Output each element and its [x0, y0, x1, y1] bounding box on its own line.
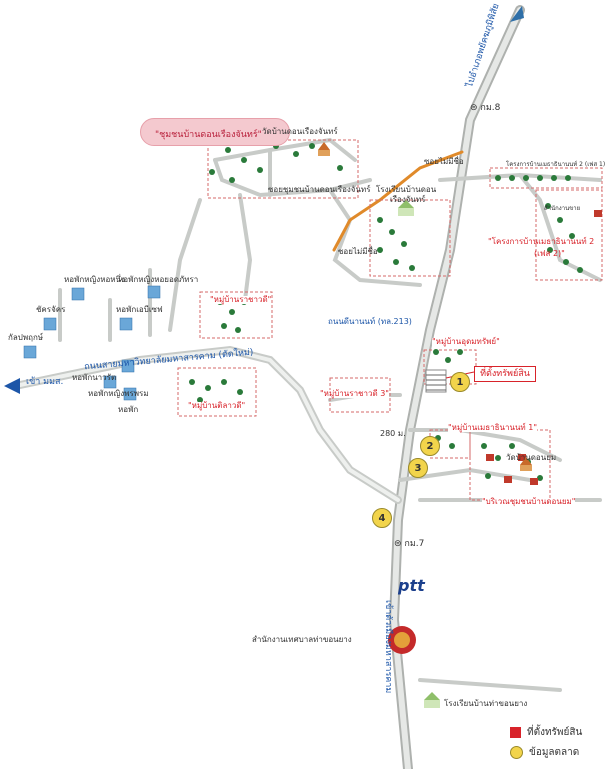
- soi-mai-chue-label-1: ซอยไม่มีชื่อ: [424, 157, 464, 166]
- legend: ที่ตั้งทรัพย์สิน ข้อมูลตลาด: [510, 722, 582, 762]
- legend-row-property: ที่ตั้งทรัพย์สิน: [510, 722, 582, 742]
- school-don-label: โรงเรียนบ้านดอน: [376, 185, 437, 194]
- soi-don-ruang-label: ซอยชุมชนบ้านดอนเรืองจันทร์: [268, 185, 371, 194]
- moo-tilawadee-label: "หมู่บ้านติลาวดี": [188, 401, 246, 410]
- temple-don-yom-label: วัดบ้านดอนยม: [506, 453, 557, 462]
- legend-row-market: ข้อมูลตลาด: [510, 742, 582, 762]
- house-icon: [486, 210, 602, 485]
- to-city-label: เข้าตัวเมืองมหาสารคาม: [383, 600, 393, 694]
- moo-udomsap-label: "หมู่บ้านอุดมทรัพย์": [432, 337, 500, 346]
- km8-label: ⊜ กม.8: [470, 103, 501, 113]
- to-msu-arrow: [4, 378, 20, 394]
- to-msu-label: เข้า มมส.: [26, 377, 64, 387]
- market-marker-1[interactable]: 1: [450, 372, 470, 392]
- market-marker-2[interactable]: 2: [420, 436, 440, 456]
- community-pill-label: "ชุมชนบ้านดอนเรืองจันทร์": [155, 130, 262, 140]
- area-don-yom-label: "บริเวณชุมชนบ้านดอนยม": [482, 497, 576, 506]
- property-lot: [425, 369, 447, 393]
- soi-mai-chue-label-2: ซอยไม่มีชื่อ: [338, 247, 378, 256]
- school-icon: [398, 200, 440, 708]
- dorm-1-label: หอพักหญิงหอหนึ่ง: [64, 275, 125, 284]
- project-big-label-2: (เฟส 2)": [534, 249, 565, 258]
- dorm-5-label: กัลปพฤกษ์: [8, 333, 44, 342]
- temple-don-ruang-label: วัดบ้านดอนเรืองจันทร์: [262, 127, 338, 136]
- tree-icon: [189, 143, 583, 481]
- project-office-label: สำนักงานขาย: [544, 205, 581, 212]
- municipal-office-label: สำนักงานเทศบาลท่าขอนยาง: [252, 635, 352, 644]
- moo-ratchawadee-label: "หมู่บ้านราชาวดี": [210, 295, 272, 304]
- community-pill: "ชุมชนบ้านดอนเรืองจันทร์": [140, 118, 290, 146]
- legend-market-swatch: [510, 745, 523, 759]
- km7-label: ⊜ กม.7: [394, 539, 425, 549]
- government-seal-icon: [388, 626, 416, 654]
- project-small-label: โครงการบ้านเมธาธินานนท์ 2 (เฟส 1): [506, 161, 606, 168]
- road-dinanon-label: ถนนดีนานนท์ (ทล.213): [328, 317, 412, 326]
- school-tha-khon-yang-label: โรงเรียนบ้านท่าขอนยาง: [444, 699, 528, 708]
- legend-property-swatch: [510, 726, 521, 738]
- temple-icon: [318, 142, 532, 471]
- dorm-6-label: หอพักนาวรัต: [72, 373, 117, 382]
- property-lot-lines: [426, 374, 446, 391]
- north-arrow-icon: [510, 6, 524, 22]
- market-marker-3[interactable]: 3: [408, 458, 428, 478]
- moo-ratchawadee-3-label: "หมู่บ้านราชาวดี 3": [320, 389, 389, 398]
- property-label-box: ที่ตั้งทรัพย์สิน: [474, 366, 536, 382]
- legend-market-label: ข้อมูลตลาด: [529, 746, 580, 758]
- market-marker-4[interactable]: 4: [372, 508, 392, 528]
- dorm-2-label: หอพักหญิงหอยอดภัทรา: [118, 275, 199, 284]
- dorm-3-label: หอพักเอบีเซฟ: [116, 305, 163, 314]
- minor-roads: [58, 137, 602, 692]
- school-don-label-2: เรืองจันทร์: [390, 195, 426, 204]
- dorm-7-label: หอพักหญิงพรพรม: [88, 389, 149, 398]
- dorm-8-label: หอพัก: [118, 405, 139, 414]
- dorm-4-label: ชัครจัคร: [36, 305, 66, 314]
- dorm-icon: [23, 285, 161, 401]
- ptt-logo-icon: ptt: [398, 576, 425, 595]
- project-big-label: "โครงการบ้านเมธาธินานนท์ 2: [488, 237, 595, 246]
- moo-metha-1-label: "หมู่บ้านเมธาธินานนท์ 1": [448, 423, 538, 432]
- distance-label: 280 ม.: [380, 429, 406, 438]
- legend-property-label: ที่ตั้งทรัพย์สิน: [527, 726, 583, 738]
